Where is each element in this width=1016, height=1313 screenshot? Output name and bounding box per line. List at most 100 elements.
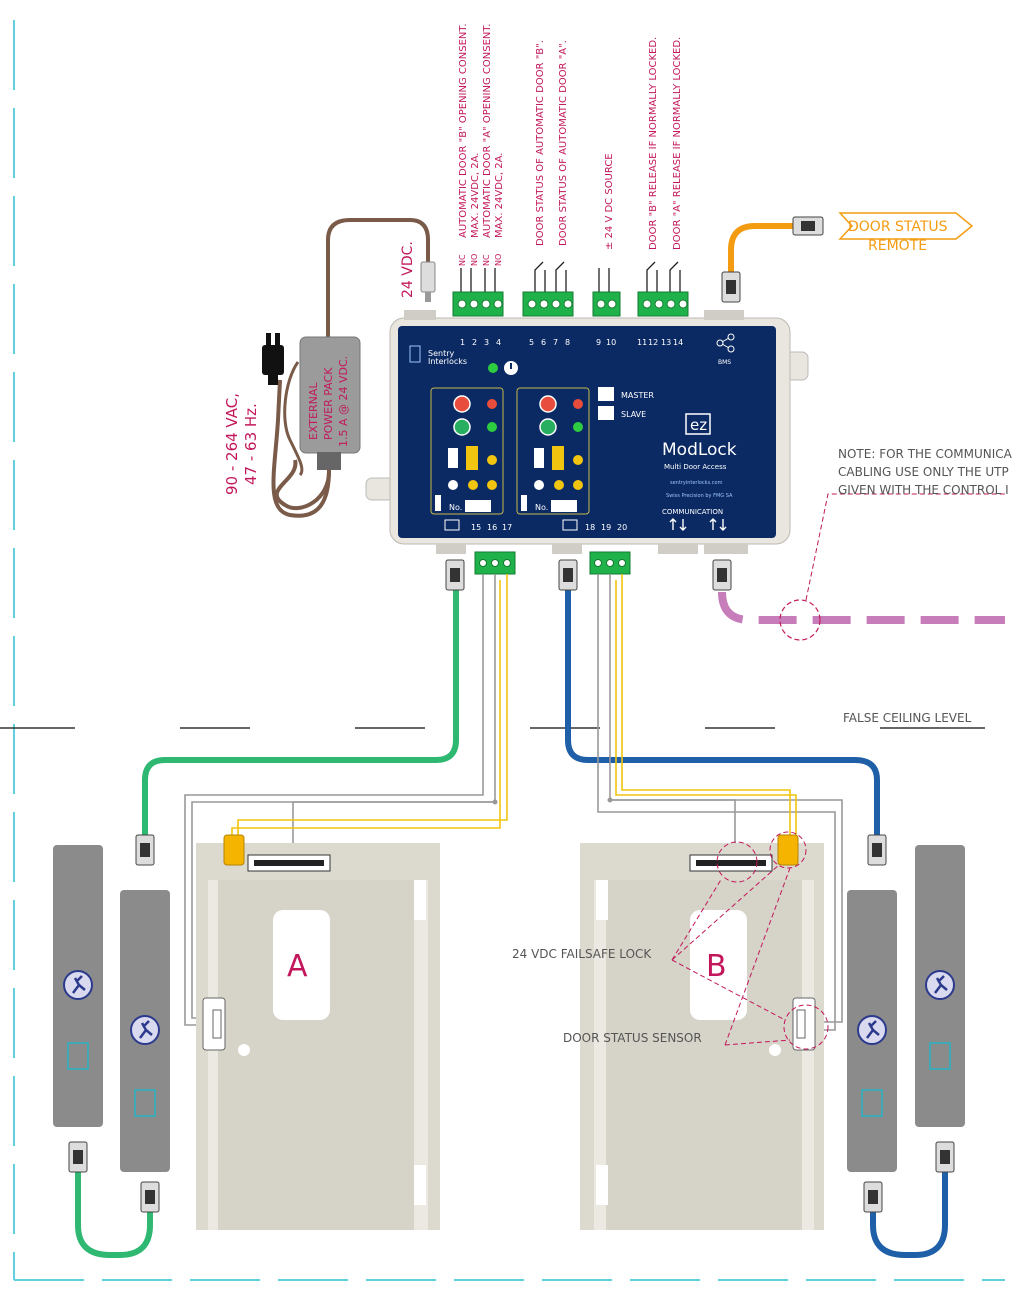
dc-output-cable — [274, 459, 332, 511]
card-reader-icon-a2 — [134, 1089, 156, 1117]
svg-text:2: 2 — [472, 338, 477, 347]
terminal-block-11-14 — [637, 291, 689, 317]
door-a-letter: A — [287, 949, 308, 984]
door-status-remote-line2: REMOTE — [868, 238, 927, 254]
label-door-a-release: DOOR "A" RELEASE IF NORMALLY LOCKED. — [672, 37, 683, 250]
card-reader-icon-b1 — [929, 1042, 951, 1070]
terminal-block-9-10 — [592, 291, 621, 317]
bms-icon — [716, 333, 735, 353]
ac-input-line1: 90 - 264 VAC, — [223, 393, 241, 495]
padlock-icon-b — [534, 480, 544, 490]
top-labels: AUTOMATIC DOOR "B" OPENING CONSENT. MAX.… — [458, 24, 683, 251]
green-cable-door-a — [142, 590, 459, 838]
product-made: Swiss Precision by FMG SA — [666, 493, 733, 499]
bms-label: BMS — [718, 359, 731, 366]
svg-text:8: 8 — [565, 338, 570, 347]
power-pack: EXTERNAL POWER PACK 1.5 A @ 24 VDC. — [299, 336, 361, 470]
door-open-icon-a — [448, 448, 458, 468]
svg-text:NO: NO — [494, 254, 503, 266]
slave-label: SLAVE — [621, 410, 646, 419]
product-url: sentryinterlocks.com — [670, 480, 723, 486]
svg-text:9: 9 — [596, 338, 601, 347]
controller-enclosure — [365, 310, 809, 554]
door-b: B — [580, 834, 824, 1230]
power-pack-line1: EXTERNAL — [307, 382, 320, 440]
green-loop-door-a — [75, 1172, 153, 1258]
svg-text:12: 12 — [648, 338, 658, 347]
signal-wires-door-b — [597, 574, 843, 1031]
ac-input-line2: 47 - 63 Hz. — [242, 403, 260, 485]
go-icon-b — [539, 418, 557, 436]
svg-text:16: 16 — [487, 523, 497, 532]
label-status-door-a: DOOR STATUS OF AUTOMATIC DOOR "A". — [558, 40, 569, 246]
card-reader-icon-b2 — [861, 1089, 883, 1117]
padlock-icon-a — [448, 480, 458, 490]
door-a-handle-hole — [238, 1044, 250, 1056]
callout-lines — [671, 831, 829, 1050]
door-status-remote-arrow: DOOR STATUS REMOTE — [838, 212, 974, 254]
comm-cable-leader — [805, 493, 1005, 601]
drawing-border — [13, 20, 1005, 1281]
label-door-b-release: DOOR "B" RELEASE IF NORMALLY LOCKED. — [648, 37, 659, 250]
terminal-block-1-4 — [452, 291, 504, 317]
communication-arrows-icon — [669, 518, 727, 531]
push-button-column-a-outer — [53, 845, 103, 1127]
svg-text:13: 13 — [661, 338, 671, 347]
terminal-block-5-8 — [522, 291, 574, 317]
brand-line2: Interlocks — [428, 357, 467, 366]
label-door-a-consent: AUTOMATIC DOOR "A" OPENING CONSENT. — [482, 24, 493, 238]
door-status-sensor-callout: DOOR STATUS SENSOR — [563, 1031, 702, 1045]
blue-cable-door-b — [565, 590, 880, 838]
door-b-status-panel: No. — [516, 387, 590, 515]
door-status-remote-cable — [728, 223, 795, 278]
switch-symbols — [460, 261, 681, 292]
door-a: A — [196, 834, 440, 1230]
nc-no-labels: NC NO NC NO — [458, 254, 503, 266]
svg-text:NC: NC — [458, 254, 467, 266]
master-label: MASTER — [621, 391, 654, 400]
door-b-letter: B — [706, 949, 727, 984]
card-reader-icon-a1 — [67, 1042, 89, 1070]
power-pack-line3: 1.5 A @ 24 VDC. — [337, 356, 350, 447]
rj45-plugs-columns — [68, 834, 955, 1213]
alarm-icon-b — [539, 395, 557, 413]
blue-loop-door-b — [870, 1172, 948, 1258]
svg-text:14: 14 — [673, 338, 683, 347]
failsafe-lock-callout: 24 VDC FAILSAFE LOCK — [512, 947, 652, 961]
push-button-column-a-inner — [120, 890, 170, 1172]
rj45-plug-door-a — [445, 559, 465, 591]
false-ceiling-label: FALSE CEILING LEVEL — [843, 711, 972, 725]
alarm-icon-a — [453, 395, 471, 413]
push-button-column-b-inner — [847, 890, 897, 1172]
power-led — [488, 363, 498, 373]
communication-cable — [718, 591, 1005, 624]
note: NOTE: FOR THE COMMUNICA CABLING USE ONLY… — [838, 447, 1013, 497]
comm-cable-callout-circle — [779, 599, 821, 641]
port-icon-b — [562, 519, 578, 531]
svg-text:11: 11 — [637, 338, 647, 347]
rj45-plug-communication — [712, 559, 732, 591]
svg-text:19: 19 — [601, 523, 611, 532]
power-icon — [504, 361, 518, 375]
door-b-no-label: No. — [535, 503, 548, 512]
dc-jack-icon — [420, 261, 436, 302]
master-button[interactable] — [598, 387, 614, 401]
svg-text:NO: NO — [470, 254, 479, 266]
ac-mains-cable — [283, 361, 304, 477]
ez-badge: ez — [685, 413, 711, 435]
svg-text:10: 10 — [606, 338, 616, 347]
rj45-plug-remote — [792, 216, 824, 236]
note-line1: NOTE: FOR THE COMMUNICA — [838, 447, 1013, 461]
door-b-handle-hole — [769, 1044, 781, 1056]
port-icon-a — [444, 519, 460, 531]
svg-text:7: 7 — [553, 338, 558, 347]
product-subtitle: Multi Door Access — [664, 463, 727, 471]
label-status-door-b: DOOR STATUS OF AUTOMATIC DOOR "B". — [535, 40, 546, 246]
power-pack-line2: POWER PACK — [322, 367, 335, 440]
door-a-no-label: No. — [449, 503, 462, 512]
brand-line1: Sentry — [428, 349, 454, 358]
slave-button[interactable] — [598, 406, 614, 420]
rj45-plug-door-b — [558, 559, 578, 591]
dc-voltage-label: 24 VDC. — [400, 241, 416, 298]
